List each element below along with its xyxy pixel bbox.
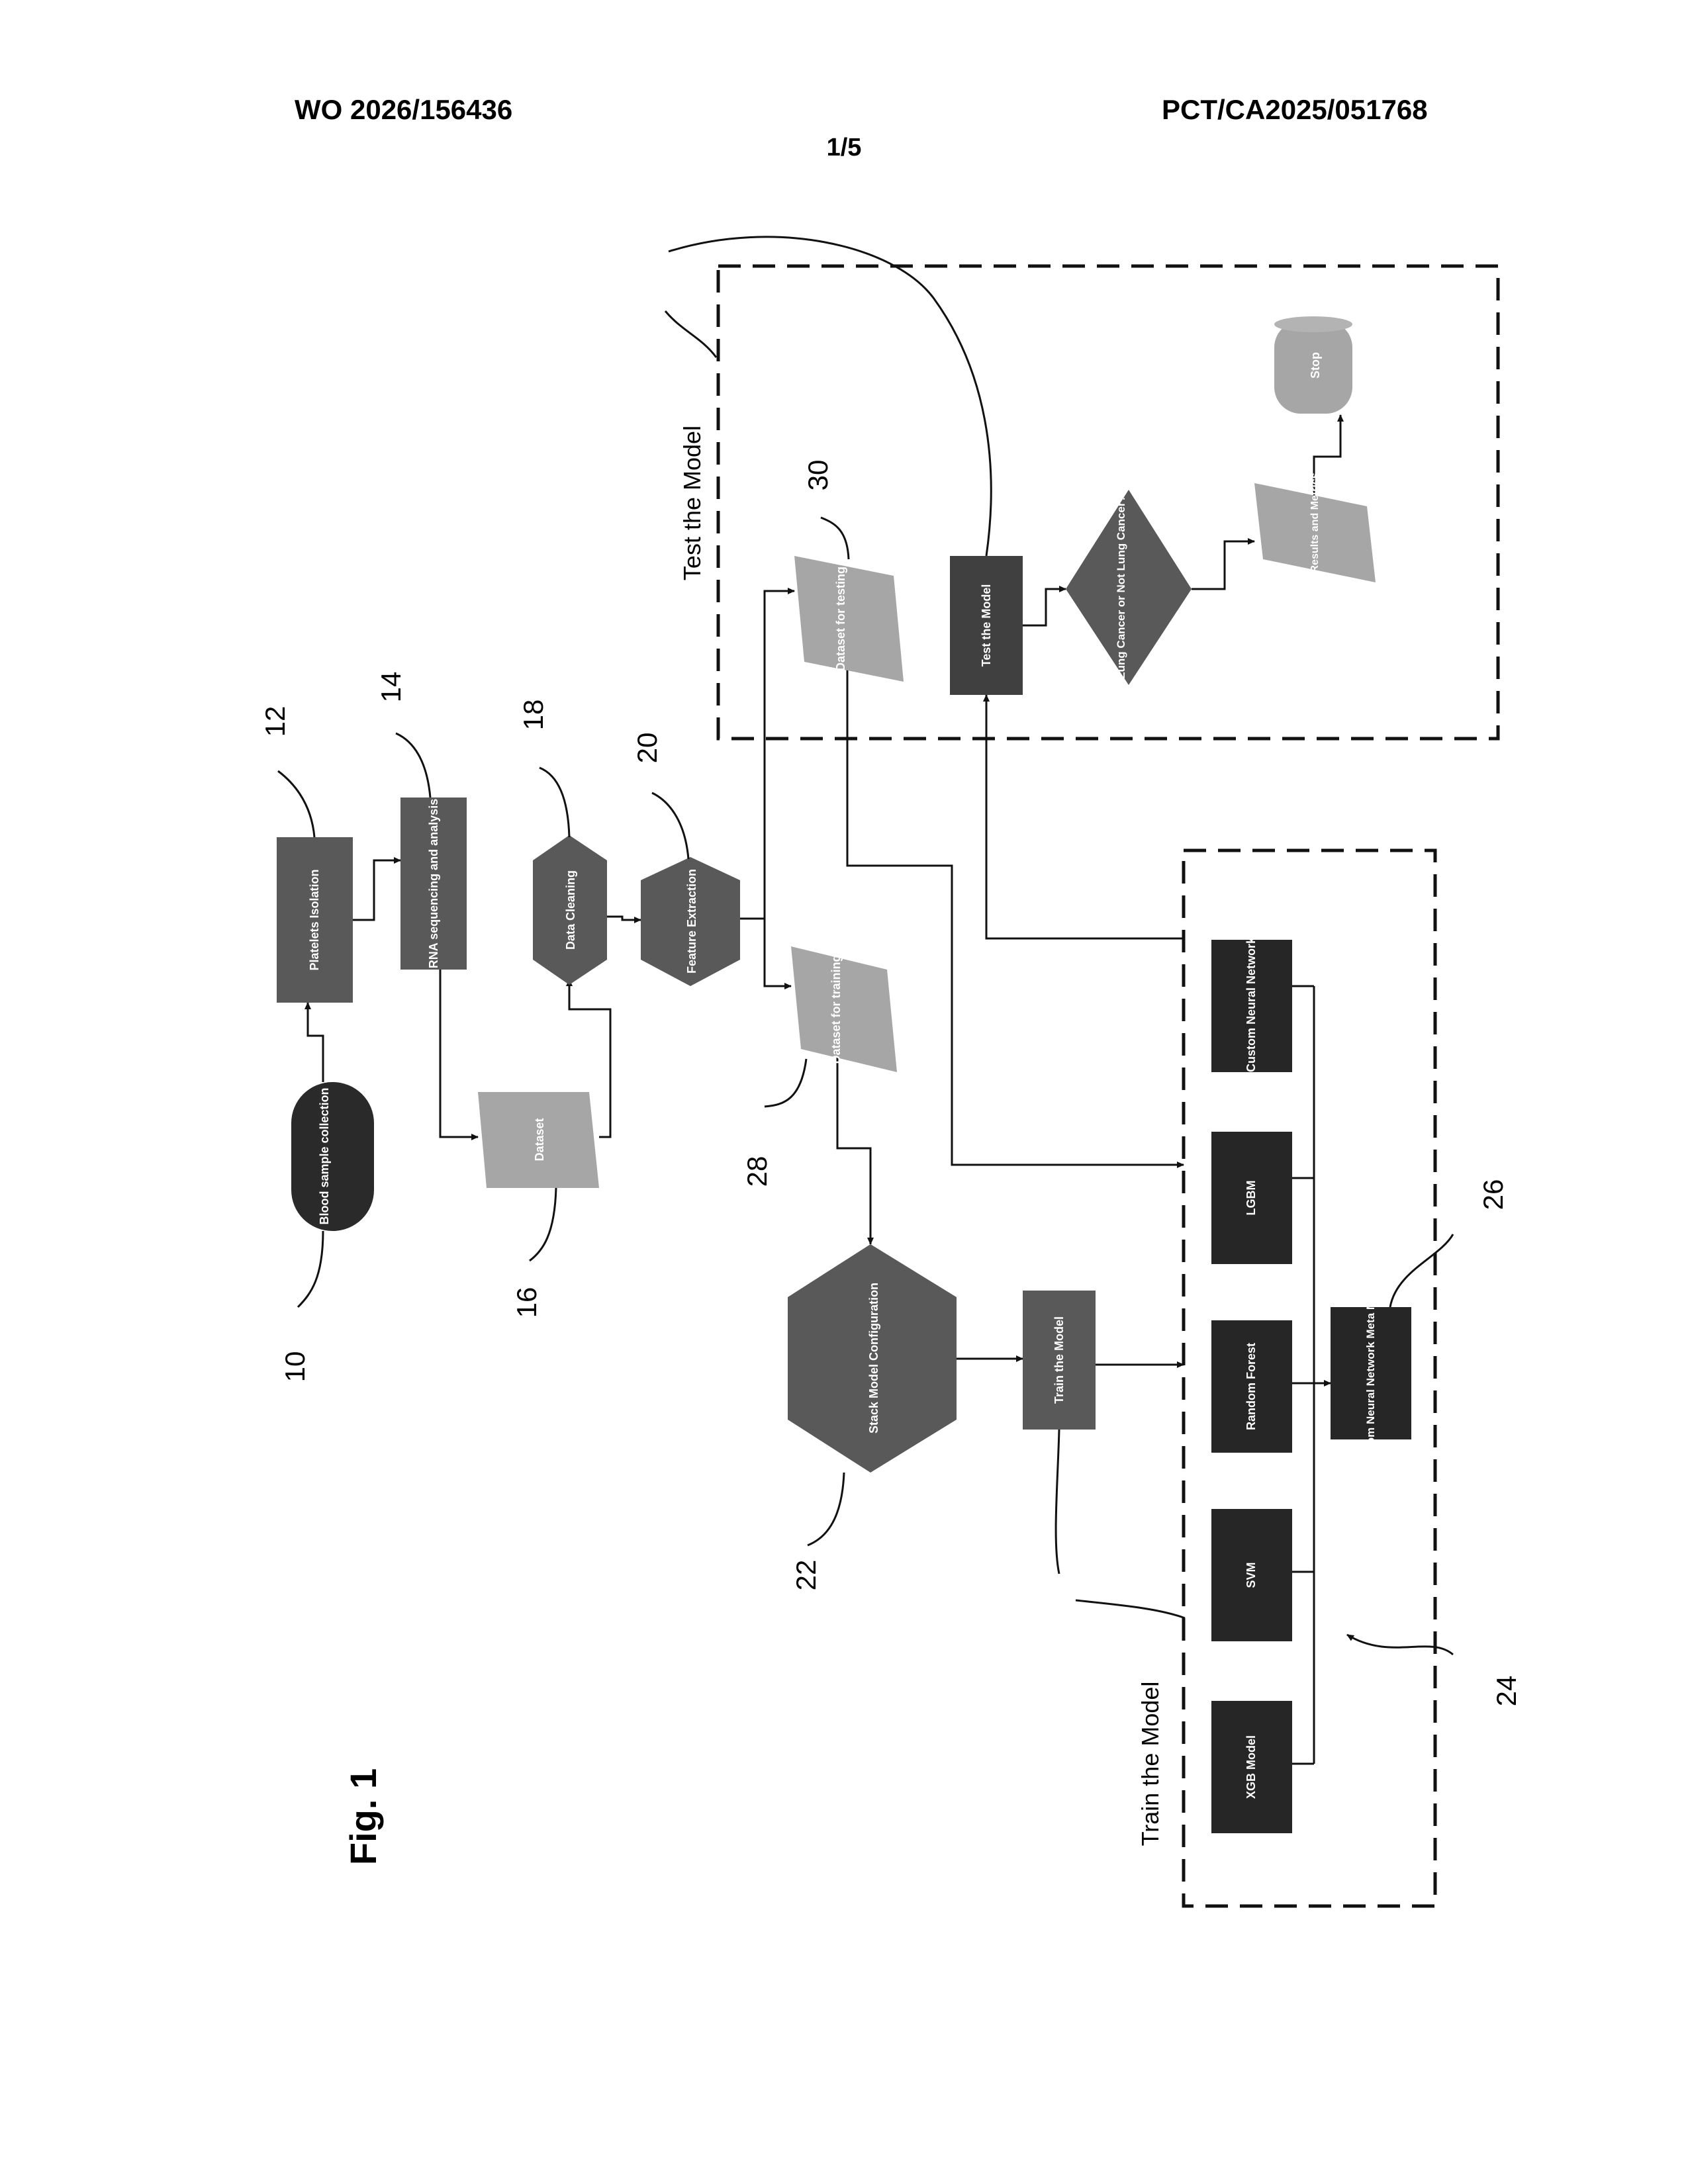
xgb-label: XGB Model (1244, 1735, 1258, 1799)
leader-26 (1390, 1234, 1453, 1307)
leader-18 (539, 768, 569, 837)
arrow-rna-to-dataset (440, 970, 478, 1137)
ref-26: 26 (1477, 1179, 1509, 1210)
leader-36-brace (665, 311, 716, 357)
ref-28: 28 (741, 1156, 773, 1187)
ref-16: 16 (511, 1287, 542, 1318)
ref-30: 30 (802, 460, 833, 491)
arrow-blood-to-platelets (308, 1003, 323, 1082)
leader-14 (396, 733, 430, 797)
ref-20: 20 (632, 733, 663, 764)
rna-sequencing-label: RNA sequencing and analysis (427, 799, 440, 968)
dataset-testing-node (794, 556, 904, 682)
leader-22 (808, 1473, 844, 1545)
arrow-feature-to-training (765, 919, 791, 986)
leader-34-brace (1076, 1600, 1185, 1618)
arrow-cleaning-to-feature (607, 917, 641, 920)
ref-18: 18 (518, 700, 549, 731)
train-model-label: Train the Model (1053, 1316, 1066, 1404)
ref-24: 24 (1491, 1676, 1522, 1707)
decision-node (1066, 490, 1192, 685)
blood-sample-node (291, 1082, 374, 1231)
leader-10 (298, 1231, 323, 1307)
test-model-label: Test the Model (980, 584, 993, 667)
arrow-decision-to-results (1192, 541, 1254, 589)
dataset-label: Dataset (533, 1118, 546, 1161)
leader-16 (530, 1188, 556, 1261)
dataset-testing-label: Dataset for testing (834, 567, 847, 671)
dataset-training-node (791, 946, 897, 1072)
data-cleaning-label: Data Cleaning (564, 870, 577, 950)
figure-label: Fig. 1 (342, 1768, 384, 1865)
ref-10: 10 (279, 1351, 310, 1383)
arrow-training-to-stack (837, 1049, 870, 1244)
arrow-feature-to-testing (765, 591, 794, 919)
leader-30 (821, 518, 849, 559)
svm-label: SVM (1244, 1562, 1258, 1588)
custom-nn-label: Custom Neural Network (1244, 936, 1258, 1072)
feature-extraction-label: Feature Extraction (685, 869, 698, 974)
leader-20 (652, 793, 688, 859)
lgbm-label: LGBM (1244, 1181, 1258, 1216)
leader-24 (1347, 1635, 1453, 1655)
connector-model-branches (1292, 986, 1314, 1764)
stack-model-label: Stack Model Configuration (867, 1283, 880, 1433)
leader-12 (278, 771, 314, 837)
leader-28 (765, 1059, 806, 1107)
arrow-test-to-decision (1023, 589, 1066, 625)
train-model-group-title: Train the Model (1137, 1682, 1164, 1846)
platelets-isolation-label: Platelets Isolation (308, 869, 321, 970)
random-forest-label: Random Forest (1244, 1343, 1258, 1430)
stop-label: Stop (1309, 352, 1322, 379)
meta-model-label: Custom Neural Network Meta Model (1364, 1277, 1377, 1469)
ref-14: 14 (375, 672, 406, 703)
test-results-label: Test Results and Metrics (1309, 473, 1321, 596)
blood-sample-label: Blood sample collection (318, 1087, 331, 1224)
arrow-models-to-test (986, 695, 1184, 938)
dataset-training-label: Dataset for training (829, 954, 843, 1064)
ref-12: 12 (259, 706, 291, 737)
ref-22: 22 (790, 1560, 821, 1591)
decision-label: Lung Cancer or Not Lung Cancer? (1115, 495, 1127, 679)
arrow-platelets-to-rna (352, 860, 400, 920)
leader-34 (1056, 1430, 1059, 1574)
test-model-group-title: Test the Model (679, 426, 706, 580)
